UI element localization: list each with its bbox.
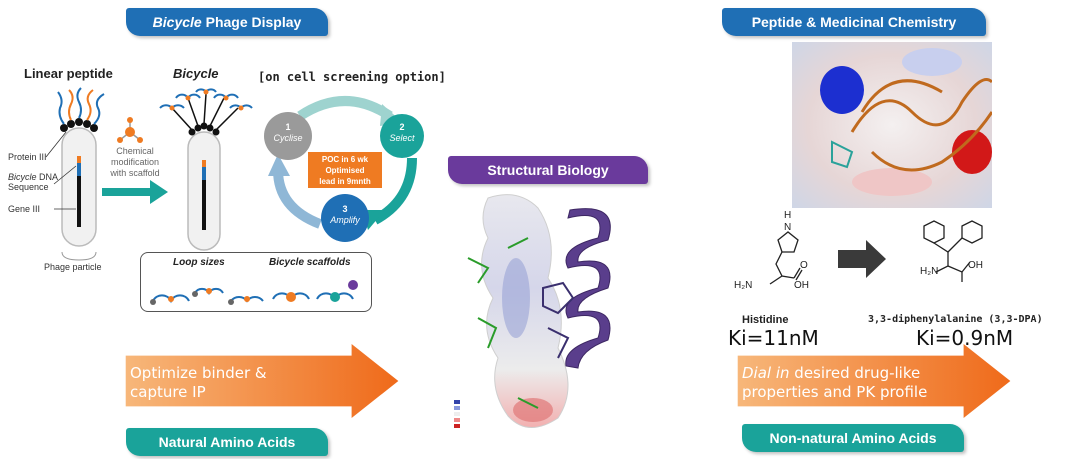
- step3-label: Amplify: [330, 215, 360, 225]
- optimize-arrow: [125, 344, 399, 418]
- step2-label: Select: [389, 133, 415, 143]
- dna-label: Bicycle DNA Sequence: [8, 172, 58, 192]
- his-atom-oh: OH: [794, 280, 809, 291]
- dna-italic: Bicycle: [8, 172, 37, 182]
- selection-cycle: [264, 96, 424, 242]
- dial-in-rest: desired drug-like: [789, 364, 921, 382]
- step1-label: Cyclise: [273, 133, 303, 143]
- bicycle-label: Bicycle: [173, 66, 219, 81]
- dial-in-text: Dial in desired drug-like properties and…: [742, 364, 927, 402]
- poc-line2: Optimised: [325, 166, 365, 175]
- dna-rest: DNA: [36, 172, 59, 182]
- step2-number: 2: [399, 122, 405, 132]
- dpa-atom-oh: OH: [968, 260, 983, 271]
- structural-biology-title: Structural Biology: [448, 156, 648, 184]
- protein-surface: [792, 42, 992, 208]
- phage-diagram: [45, 87, 253, 261]
- phage-particle-label: Phage particle: [44, 262, 102, 272]
- step1: 1 Cyclise: [264, 122, 312, 144]
- structure-render: [454, 194, 611, 428]
- dial-in-italic: Dial in: [742, 364, 790, 382]
- med-chem-title: Peptide & Medicinal Chemistry: [722, 8, 986, 36]
- histidine-label: Histidine: [742, 314, 789, 326]
- his-atom-h2n: H₂N: [734, 280, 753, 291]
- linear-peptide-label: Linear peptide: [24, 66, 113, 81]
- title-rest: Phage Display: [201, 14, 302, 30]
- histidine-structure: [769, 231, 803, 285]
- chem-mod-line2: modification: [110, 157, 160, 167]
- chem-mod-label: Chemical modification with scaffold: [102, 146, 168, 179]
- optimize-line2: capture IP: [130, 383, 206, 401]
- loop-sizes-label: Loop sizes: [173, 257, 225, 268]
- chem-mod-line1: Chemical: [116, 146, 154, 156]
- sequence-label: Sequence: [8, 182, 49, 192]
- histidine-ki: Ki=11nM: [728, 326, 819, 350]
- poc-line3: lead in 9mnth: [319, 177, 371, 186]
- gene-iii-label: Gene III: [8, 204, 41, 214]
- step3-number: 3: [342, 204, 348, 214]
- dial-in-line2: properties and PK profile: [742, 383, 928, 401]
- cycle-header: [on cell screening option]: [258, 70, 446, 84]
- chem-mod-line3: with scaffold: [110, 168, 160, 178]
- transform-arrow: [838, 240, 886, 278]
- poc-box: POC in 6 wk Optimised lead in 9mnth: [308, 152, 382, 188]
- his-atom-o: O: [800, 260, 808, 271]
- step1-number: 1: [285, 122, 291, 132]
- optimize-line1: Optimize binder &: [130, 364, 267, 382]
- natural-aa-title: Natural Amino Acids: [126, 428, 328, 456]
- loops-box: Loop sizes Bicycle scaffolds: [140, 252, 372, 312]
- step2: 2 Select: [380, 122, 424, 144]
- title-italic: Bicycle: [152, 14, 202, 30]
- scaffolds-label: Bicycle scaffolds: [269, 257, 351, 268]
- his-atom-n: N: [784, 222, 792, 233]
- his-atom-h: H: [784, 210, 792, 221]
- phage-display-title: Bicycle Phage Display: [126, 8, 328, 36]
- protein-iii-label: Protein III: [8, 152, 47, 162]
- step3: 3 Amplify: [320, 204, 370, 226]
- dial-in-arrow: [737, 344, 1011, 418]
- dpa-label: 3,3-diphenylalanine (3,3-DPA): [868, 314, 1043, 325]
- dpa-atom-h2n: H₂N: [920, 266, 939, 277]
- loop-shapes: [150, 280, 358, 305]
- dial-in-line1: Dial in desired drug-like: [742, 364, 927, 383]
- dpa-structure: [923, 220, 983, 282]
- non-natural-aa-title: Non-natural Amino Acids: [742, 424, 964, 452]
- optimize-text: Optimize binder & capture IP: [130, 364, 267, 402]
- poc-line1: POC in 6 wk: [321, 155, 369, 164]
